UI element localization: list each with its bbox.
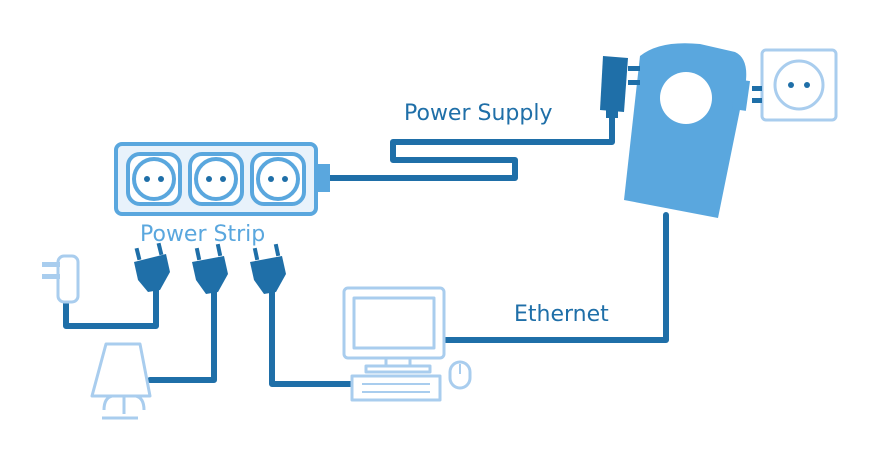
power-strip — [114, 142, 330, 216]
plug-3-icon — [250, 243, 286, 294]
charger-cable — [63, 285, 159, 329]
ethernet-cable — [443, 212, 669, 343]
usb-charger-icon — [42, 254, 80, 304]
wall-socket — [760, 48, 838, 122]
power-supply-cable — [325, 115, 615, 181]
lamp-cable — [147, 287, 217, 383]
plug-1-icon — [134, 242, 170, 292]
ethernet-label: Ethernet — [514, 302, 609, 327]
power-supply-label: Power Supply — [404, 101, 553, 126]
power-strip-label: Power Strip — [140, 222, 266, 247]
adapter-socket-icon — [660, 72, 712, 124]
lamp-icon — [90, 342, 152, 420]
computer-icon — [342, 286, 446, 402]
power-supply-plug-icon — [600, 56, 640, 118]
computer-cable — [269, 287, 355, 387]
plug-2-icon — [192, 243, 228, 294]
powerline-adapter — [624, 43, 762, 219]
mouse-icon — [448, 360, 472, 390]
